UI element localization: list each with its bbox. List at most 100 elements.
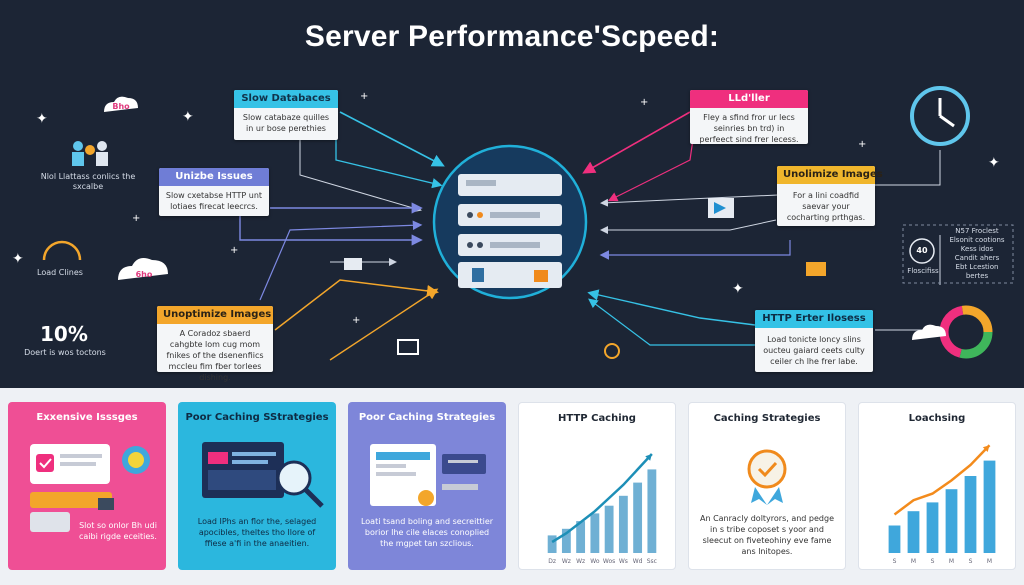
sparkle-icon: + (858, 139, 867, 150)
cloud-icon (104, 96, 138, 112)
card-unizbe-issues: Unizbe Issues Slow cxetabse HTTP unt lot… (159, 168, 269, 216)
cloud-icon (912, 324, 946, 340)
panel-title: Loachsing (908, 413, 966, 424)
panel-exxensive-issues: Exxensive Isssges Slot so onlor Bh udi c… (8, 402, 166, 570)
tick-label: M (949, 558, 954, 565)
tick-label: S (893, 558, 897, 565)
chart-bar (590, 513, 600, 553)
list-item: Elsonit cootions (949, 236, 1005, 244)
tick-label: Wo (590, 558, 600, 565)
sparkle-icon: + (640, 97, 649, 108)
panel-text: Loati tsand boling and secreittier borio… (360, 517, 494, 548)
box-caption: Floscifiss (907, 267, 939, 275)
cloud-icon (118, 258, 168, 280)
panel-illustration (747, 449, 787, 505)
card-text: For a lini coadfid saevar your cochartin… (786, 191, 866, 222)
card-unolimize-images-right: Unolimize Images For a lini coadfid saev… (777, 166, 883, 226)
diagram-area: Server Performance'Scpeed: (0, 0, 1024, 388)
card-title: Slow Databaces (234, 90, 338, 108)
card-text: Slow cxetabse HTTP unt lotiaes firecat l… (165, 191, 263, 211)
chart-bar (926, 502, 939, 553)
page-title: Server Performance'Scpeed: (304, 20, 720, 53)
percent-value: 10% (40, 322, 88, 346)
people-caption: Nlol Llattass conlics the sxcalbe (40, 172, 136, 191)
panel-title: Exxensive Isssges (36, 412, 138, 423)
sparkle-icon: + (230, 245, 239, 256)
sparkle-icon: ✦ (36, 111, 48, 127)
tick-label: M (911, 558, 916, 565)
cloud-small-badge: Bho (112, 102, 130, 111)
card-text: Slow catabaze quilles in ur bose perethi… (242, 113, 330, 133)
card-text: Fley a sfind fror ur lecs seinries bn tr… (699, 113, 799, 144)
card-title: Unoptimize Images (157, 306, 273, 324)
panel-caching-strategies: Caching Strategies An Canracly doltyrors… (688, 402, 846, 570)
folder-icon (344, 258, 362, 270)
percent-caption: Doert is wos toctons (24, 348, 106, 357)
chart-bar (888, 525, 901, 553)
panel-poor-caching-2: Poor Caching Strategies Loati tsand boli… (348, 402, 506, 570)
tick-label: Wz (562, 558, 571, 565)
list-item: Candit ahers (954, 254, 1000, 262)
donut-icon (939, 305, 993, 359)
card-title: Unizbe Issues (159, 168, 269, 186)
chart-bar (576, 521, 586, 553)
chart-bar (561, 528, 571, 553)
sparkle-icon: + (360, 91, 369, 102)
card-lack: LLd'ller Fley a sfind fror ur lecs seinr… (690, 90, 808, 144)
tick-label: Dz (548, 558, 556, 565)
sparkle-icon: ✦ (988, 155, 1000, 171)
tick-label: Wz (576, 558, 585, 565)
sparkle-icon: + (352, 315, 361, 326)
load-times-label: Load Clines (37, 268, 83, 277)
chart-bar (547, 535, 557, 553)
chart-bar (945, 489, 958, 553)
card-text: A Coradoz sbaerd cahgbte lom cug mom fni… (166, 329, 264, 382)
panel-strip: Exxensive Isssges Slot so onlor Bh udi c… (0, 388, 1024, 585)
panel-text: Slot so onlor Bh udi caibi rigde eceitie… (79, 521, 157, 541)
chart-bar (983, 460, 996, 553)
tick-label: Ws (619, 558, 628, 565)
chart-bar (633, 482, 643, 553)
right-list: N57 Froclest Elsonit cootions Kess idos … (944, 227, 1010, 281)
list-item: bertes (965, 272, 989, 280)
tick-label: Ssc (647, 558, 657, 565)
tick-label: S (969, 558, 973, 565)
list-item: Kess idos (960, 245, 994, 253)
trend-line (893, 444, 991, 516)
cart-icon (397, 339, 419, 355)
card-title: Unolimize Images (777, 166, 883, 184)
list-item: Ebt Lcestion (955, 263, 999, 271)
trend-arrowhead (982, 445, 990, 452)
panel-title: Caching Strategies (713, 413, 821, 424)
basket-icon (806, 262, 826, 276)
panel-text: An Canracly doltyrors, and pedge in s tr… (699, 514, 835, 556)
clock-icon (910, 86, 970, 146)
sparkle-icon: ✦ (732, 281, 744, 297)
trend-line (551, 453, 653, 544)
connector-lines (42, 86, 1014, 361)
chart-bar (964, 476, 977, 553)
box-number: 40 (916, 246, 928, 255)
card-slow-databases: Slow Databaces Slow catabaze quilles in … (234, 90, 338, 140)
sparkle-icon: ✦ (182, 109, 194, 125)
chart-bar (647, 469, 657, 553)
server-rack-icon (458, 174, 562, 288)
tick-label: Wd (633, 558, 643, 565)
panel-poor-caching-1: Poor Caching SStrategies Load IPhs an fl… (178, 402, 336, 570)
chart-bar (618, 495, 628, 553)
panel-illustration (30, 444, 150, 532)
trend-arrowhead (645, 454, 652, 461)
panel-title: Poor Caching Strategies (358, 412, 496, 423)
tick-label: Wos (603, 558, 615, 565)
people-icon (72, 141, 108, 166)
panel-text: Load IPhs an flor the, selaged apocibles… (197, 517, 317, 548)
sparkle-icon: + (132, 213, 141, 224)
chart-bar (907, 511, 920, 553)
sparkle-icon: ✦ (12, 251, 24, 267)
card-unoptimize-images-left: Unoptimize Images A Coradoz sbaerd cahgb… (157, 306, 273, 382)
panel-title: HTTP Caching (558, 413, 636, 424)
card-http-issues: HTTP Erter Ilosess Load tonicte loncy sl… (755, 310, 873, 372)
